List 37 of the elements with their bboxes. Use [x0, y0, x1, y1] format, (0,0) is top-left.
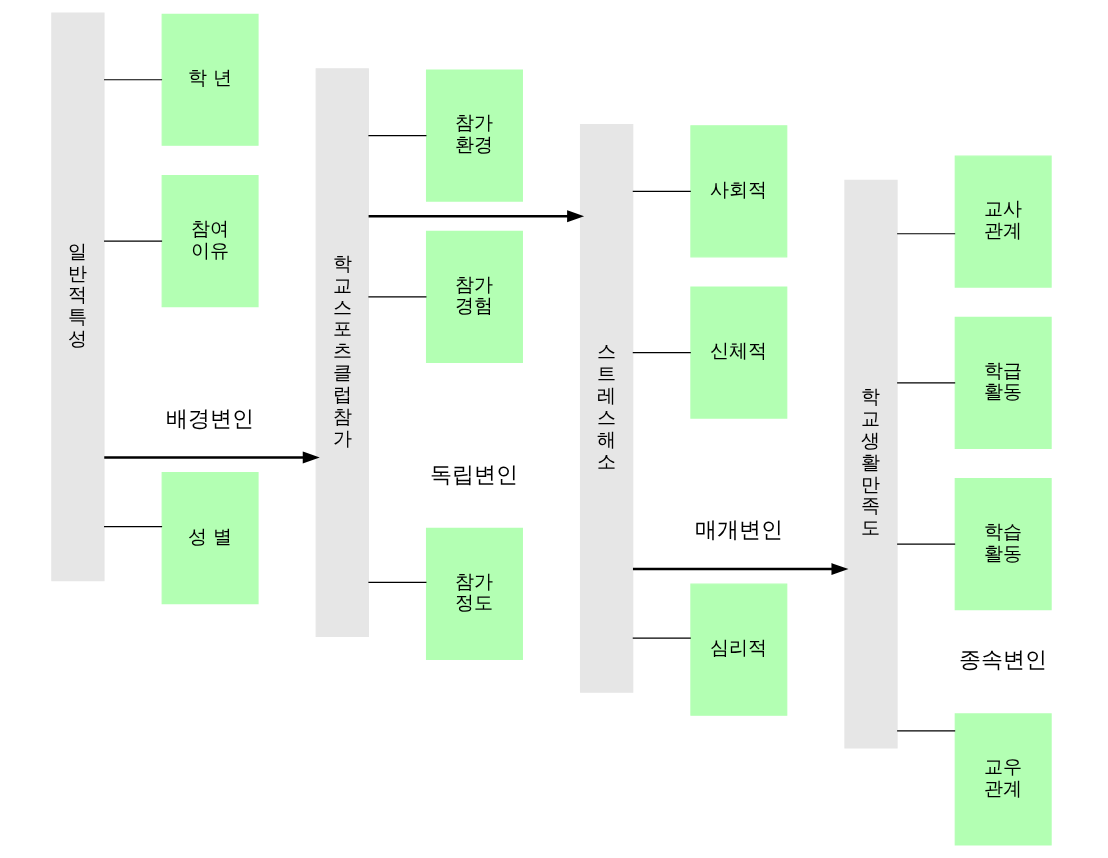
- connector: [102, 526, 163, 528]
- node-box: 사회적: [689, 125, 787, 258]
- label: 종속변인: [958, 647, 1047, 673]
- connector: [631, 352, 691, 354]
- arrow: [632, 563, 848, 576]
- node-box: 학교생활만족도: [843, 179, 898, 749]
- connector: [367, 134, 427, 137]
- node-box: 참여 이유: [161, 174, 259, 308]
- node-box: 참가 환경: [425, 69, 523, 202]
- node-box: 신체적: [689, 286, 787, 419]
- connector: [896, 730, 956, 732]
- node-box: 교우 관계: [954, 713, 1052, 846]
- connector: [631, 190, 691, 192]
- connector: [631, 637, 691, 639]
- node-box: 학 년: [161, 13, 259, 146]
- connector: [367, 296, 427, 298]
- node-box: 참가 정도: [425, 527, 523, 660]
- node-box: 성 별: [161, 472, 259, 605]
- connector: [102, 79, 163, 81]
- node-box: 학급 활동: [954, 316, 1052, 449]
- arrow: [103, 451, 320, 464]
- connector: [102, 240, 163, 242]
- node-box: 참가 경험: [425, 230, 523, 363]
- node-box: 교사 관계: [954, 155, 1052, 288]
- connector: [367, 581, 427, 583]
- label: 매개변인: [694, 517, 783, 543]
- node-box: 심리적: [689, 583, 787, 716]
- node-box: 스트레스해소: [579, 124, 633, 693]
- node-box: 일반적특성: [50, 12, 105, 582]
- connector: [896, 543, 956, 545]
- node-box: 학교스포츠클럽참가: [315, 68, 369, 637]
- connector: [896, 382, 956, 384]
- node-box: 학습 활동: [954, 478, 1052, 611]
- connector: [896, 233, 956, 235]
- arrow: [368, 210, 584, 223]
- label: 배경변인: [165, 405, 254, 431]
- label: 독립변인: [429, 461, 518, 487]
